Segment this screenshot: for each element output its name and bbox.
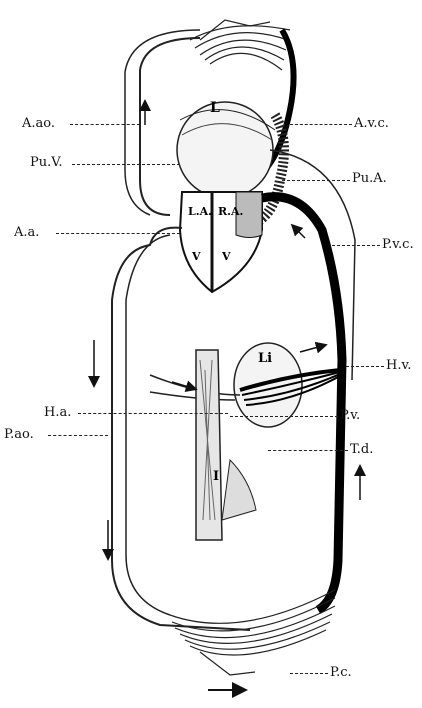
leader-anterior-vena-cava <box>290 124 352 125</box>
arrow-to-heart <box>295 228 305 238</box>
intestine-label: I <box>213 469 219 484</box>
leader-posterior-vena-cava <box>332 245 380 246</box>
label-posterior-vena-cava: P.v.c. <box>382 238 414 251</box>
label-pulmonary-vein: Pu.V. <box>30 156 63 169</box>
left-auricle-label: L.A. <box>188 205 212 218</box>
label-hepatic-vein: H.v. <box>386 359 411 372</box>
label-anterior-vena-cava: A.v.c. <box>354 117 389 130</box>
arrow-hepatic <box>300 346 322 352</box>
lungs <box>177 102 275 198</box>
leader-aortic-arch <box>70 124 140 125</box>
label-posterior-aorta: P.ao. <box>4 428 34 441</box>
leader-thoracic-duct <box>268 450 348 451</box>
aorta-loop <box>112 228 250 630</box>
tail-capillaries <box>170 590 335 675</box>
head-capillaries <box>190 20 290 70</box>
label-capillaries: P.c. <box>330 666 352 679</box>
leader-pulmonary-vein <box>72 164 180 165</box>
leader-posterior-aorta <box>48 435 108 436</box>
label-hepatic-artery: H.a. <box>44 406 71 419</box>
label-aorta: A.a. <box>14 226 39 239</box>
label-pulmonary-artery: Pu.A. <box>352 172 387 185</box>
label-portal-vein: P.v. <box>340 409 360 422</box>
leader-hepatic-artery <box>78 413 228 414</box>
right-auricle-label: R.A. <box>218 205 243 218</box>
leader-portal-vein <box>230 416 338 417</box>
liver-label: Li <box>258 351 272 366</box>
leader-pulmonary-artery <box>282 180 350 181</box>
label-aortic-arch: A.ao. <box>22 117 55 130</box>
lungs-label: L <box>210 100 220 116</box>
ventricle-left-label: V <box>191 250 201 263</box>
label-thoracic-duct: T.d. <box>350 443 373 456</box>
arrow-intestine <box>172 382 192 388</box>
leader-hepatic-vein <box>346 366 384 367</box>
ventricle-right-label: V <box>221 250 231 263</box>
leader-aorta <box>56 233 180 234</box>
leader-capillaries <box>290 673 328 674</box>
